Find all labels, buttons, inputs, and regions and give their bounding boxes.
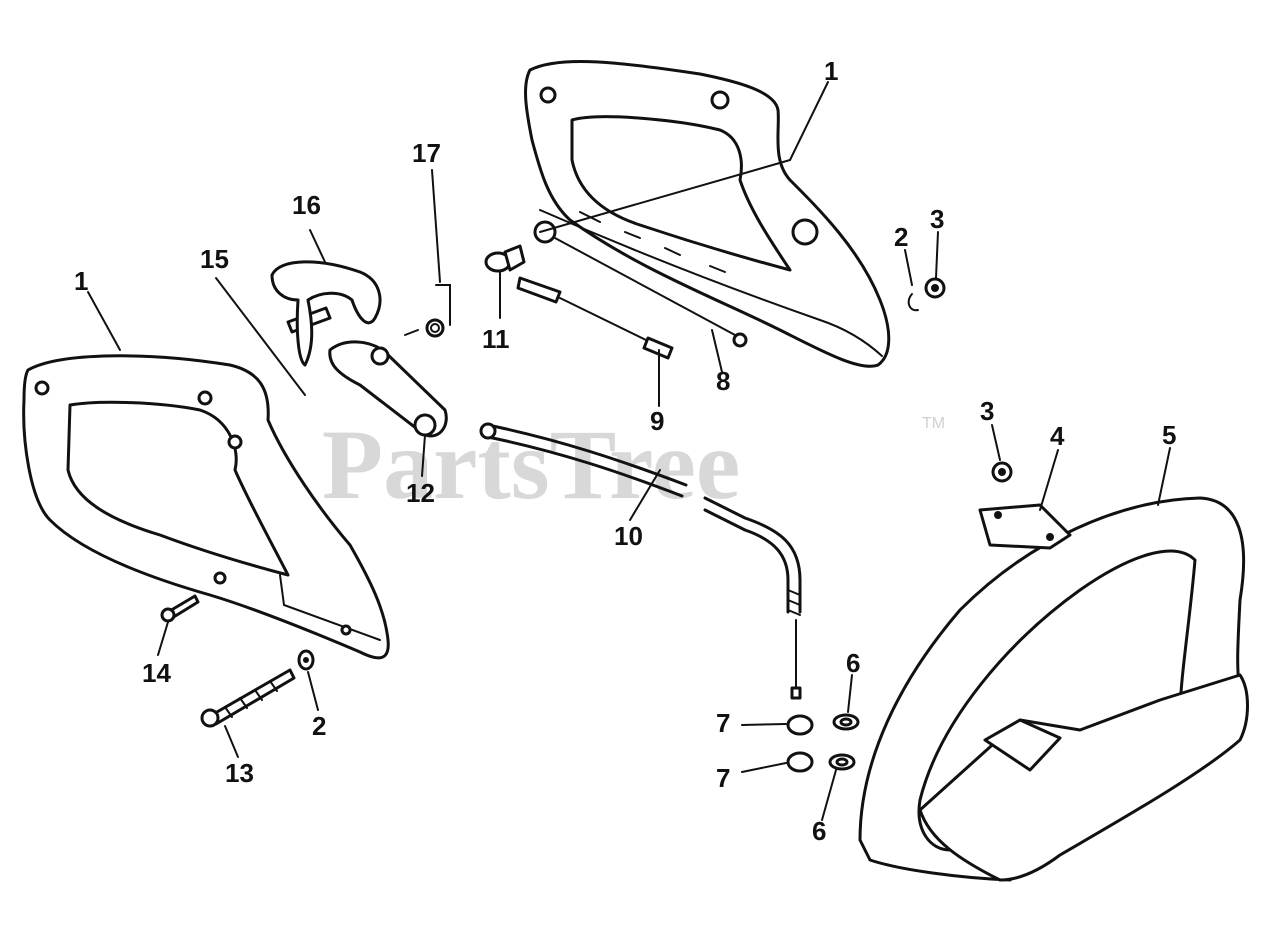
part-1-left-handle-half — [22, 354, 390, 660]
leader-lines — [87, 81, 1171, 821]
label-16: 16 — [292, 190, 321, 220]
part-5-front-handle — [858, 496, 1249, 882]
part-13-long-screw — [200, 668, 296, 728]
label-3-top: 3 — [930, 204, 944, 234]
label-2-left: 2 — [312, 711, 326, 741]
label-1-right: 1 — [824, 56, 838, 86]
part-1-upper-handle-half — [524, 59, 891, 368]
part-9-cable — [516, 276, 674, 360]
part-6-washer-top — [832, 713, 860, 731]
label-11: 11 — [482, 324, 510, 354]
part-labels: 1 1 2 2 3 3 4 5 6 6 7 7 8 9 10 11 12 13 … — [74, 56, 1176, 846]
part-7-nut-top — [786, 714, 814, 736]
watermark-text: PartsTree — [322, 409, 740, 520]
label-9: 9 — [650, 406, 664, 436]
part-2-washer-top — [907, 293, 919, 312]
label-2-right: 2 — [894, 222, 908, 252]
label-10: 10 — [614, 521, 643, 551]
part-6-washer-bottom — [828, 753, 856, 771]
part-3-nut-top — [924, 277, 946, 299]
label-5: 5 — [1162, 420, 1176, 450]
label-6-bottom: 6 — [812, 816, 826, 846]
label-7-top: 7 — [716, 708, 730, 738]
label-1-left: 1 — [74, 266, 88, 296]
label-3-mid: 3 — [980, 396, 994, 426]
part-17-spring — [404, 284, 451, 338]
label-6-top: 6 — [846, 648, 860, 678]
part-14-small-screw — [160, 594, 200, 623]
label-4: 4 — [1050, 421, 1065, 451]
label-15: 15 — [200, 244, 229, 274]
part-11-fitting — [484, 244, 526, 273]
label-13: 13 — [225, 758, 254, 788]
part-7-nut-bottom — [786, 751, 814, 773]
label-8: 8 — [716, 366, 730, 396]
label-17: 17 — [412, 138, 441, 168]
part-16-throttle-trigger — [270, 260, 382, 367]
part-10-tube — [479, 422, 688, 498]
part-12-trigger-lever — [328, 340, 448, 438]
label-7-bottom: 7 — [716, 763, 730, 793]
part-2-washer-left — [297, 649, 315, 671]
label-12: 12 — [406, 478, 435, 508]
part-8-rod — [533, 220, 748, 348]
cable-end-assembly — [703, 496, 802, 700]
watermark-trademark: TM — [922, 415, 945, 432]
part-3-nut-mid — [991, 461, 1013, 483]
part-4-plate — [978, 503, 1072, 550]
label-14: 14 — [142, 658, 171, 688]
